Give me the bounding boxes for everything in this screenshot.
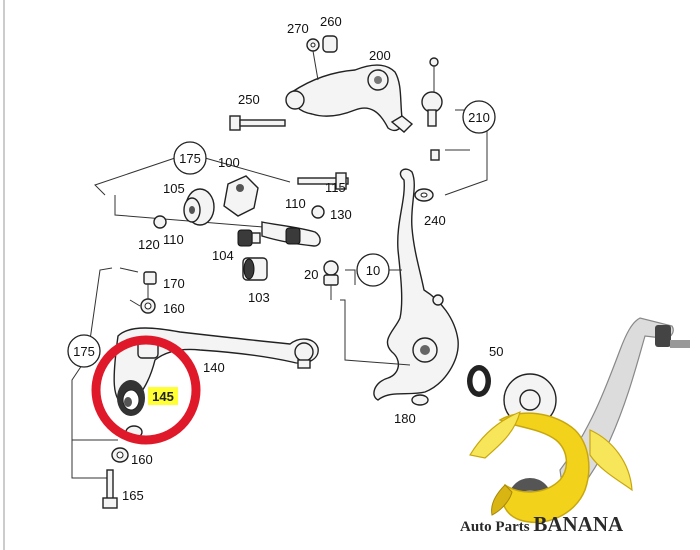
bearing-50 bbox=[467, 365, 491, 397]
bracket-100 bbox=[223, 175, 259, 217]
label-165: 165 bbox=[122, 488, 144, 503]
washer-270 bbox=[306, 38, 320, 52]
nut-180 bbox=[411, 394, 429, 406]
label-240: 240 bbox=[424, 213, 446, 228]
label-20: 20 bbox=[304, 267, 318, 282]
hub-flange bbox=[503, 373, 557, 427]
ball-joint-upper bbox=[421, 91, 443, 127]
label-120: 120 bbox=[138, 237, 160, 252]
highlight-tag bbox=[148, 387, 178, 405]
washer-160-bottom bbox=[111, 447, 129, 463]
callout-175-top: 175 bbox=[173, 141, 207, 175]
bushing-104 bbox=[237, 229, 261, 247]
label-103: 103 bbox=[248, 290, 270, 305]
label-110-a: 110 bbox=[285, 196, 306, 211]
washer-130 bbox=[311, 205, 325, 219]
label-130: 130 bbox=[330, 207, 352, 222]
label-170: 170 bbox=[163, 276, 185, 291]
label-104: 104 bbox=[212, 248, 234, 263]
label-145: 145 bbox=[152, 389, 174, 404]
bushing-103 bbox=[242, 257, 268, 281]
bushing-110b bbox=[285, 227, 301, 245]
callout-10: 10 bbox=[356, 253, 390, 287]
label-115: 115 bbox=[325, 180, 346, 195]
label-260: 260 bbox=[320, 14, 342, 29]
label-50: 50 bbox=[489, 344, 503, 359]
label-10: 10 bbox=[366, 263, 380, 278]
bushing-260 bbox=[322, 35, 338, 53]
label-270: 270 bbox=[287, 21, 309, 36]
label-175-top: 175 bbox=[179, 151, 201, 166]
label-180: 180 bbox=[394, 411, 416, 426]
bolt-115 bbox=[297, 172, 349, 190]
highlight-ring bbox=[91, 335, 201, 445]
washer-160-top bbox=[140, 298, 156, 314]
ball-joint-20 bbox=[323, 260, 339, 300]
steering-knuckle bbox=[373, 168, 459, 401]
label-105: 105 bbox=[163, 181, 185, 196]
nut-upper bbox=[429, 57, 439, 67]
label-250: 250 bbox=[238, 92, 260, 107]
banana-icon bbox=[469, 411, 633, 524]
label-200: 200 bbox=[369, 48, 391, 63]
upper-control-arm-200 bbox=[285, 64, 414, 133]
label-175-left: 175 bbox=[73, 344, 95, 359]
label-160-b: 160 bbox=[131, 452, 153, 467]
highlight-145: 145 bbox=[91, 335, 201, 445]
bushing-105 bbox=[183, 188, 215, 226]
nut-240 bbox=[414, 188, 434, 202]
nut-120 bbox=[153, 215, 167, 229]
label-110-b: 110 bbox=[163, 232, 184, 247]
bolt-250 bbox=[229, 115, 286, 131]
callout-210: 210 bbox=[462, 100, 496, 134]
label-210: 210 bbox=[468, 110, 490, 125]
nut-170 bbox=[143, 271, 157, 285]
small-bolt-near-210 bbox=[430, 149, 440, 161]
bushing-145 bbox=[117, 380, 145, 416]
label-140: 140 bbox=[203, 360, 225, 375]
watermark-text: Auto Parts BANANA bbox=[460, 512, 624, 536]
label-160-a: 160 bbox=[163, 301, 185, 316]
bolt-165 bbox=[102, 469, 118, 509]
label-100: 100 bbox=[218, 155, 240, 170]
callout-175-left: 175 bbox=[67, 334, 101, 368]
